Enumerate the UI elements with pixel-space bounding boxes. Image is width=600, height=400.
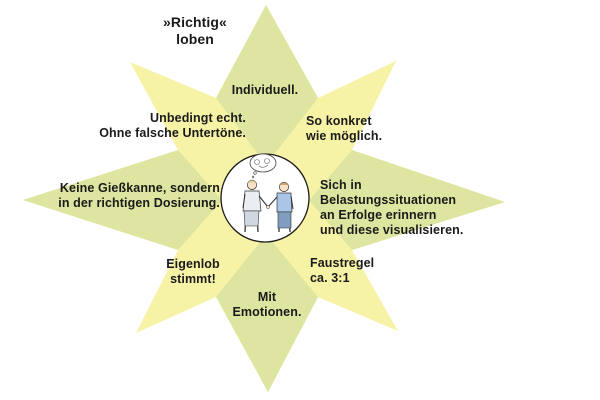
handshake-icon <box>266 205 270 209</box>
ray-label-top-left: Unbedingt echt. Ohne falsche Untertöne. <box>99 111 246 140</box>
ray-label-top-right: So konkret wie möglich. <box>306 114 383 143</box>
thought-bubble-icon <box>249 153 277 179</box>
handshake-illustration <box>242 153 294 233</box>
person-right-icon <box>267 181 294 233</box>
star-point-bottom <box>216 234 318 392</box>
star-point-right <box>309 150 505 250</box>
ray-label-bottom-right: Faustregel ca. 3:1 <box>310 256 375 285</box>
diagram-title: »Richtig« loben <box>163 14 227 47</box>
ray-label-left: Keine Gießkanne, sondern in der richtige… <box>58 181 220 210</box>
ray-label-bottom-left: Eigenlob stimmt! <box>166 257 220 286</box>
person-left-icon <box>242 179 269 233</box>
ray-label-right: Sich in Belastungssituationen an Erfolge… <box>320 178 464 237</box>
star-point-top <box>216 5 318 165</box>
star-point-left <box>23 150 223 250</box>
ray-label-bottom: Mit Emotionen. <box>232 290 302 319</box>
ray-label-top: Individuell. <box>231 83 299 97</box>
